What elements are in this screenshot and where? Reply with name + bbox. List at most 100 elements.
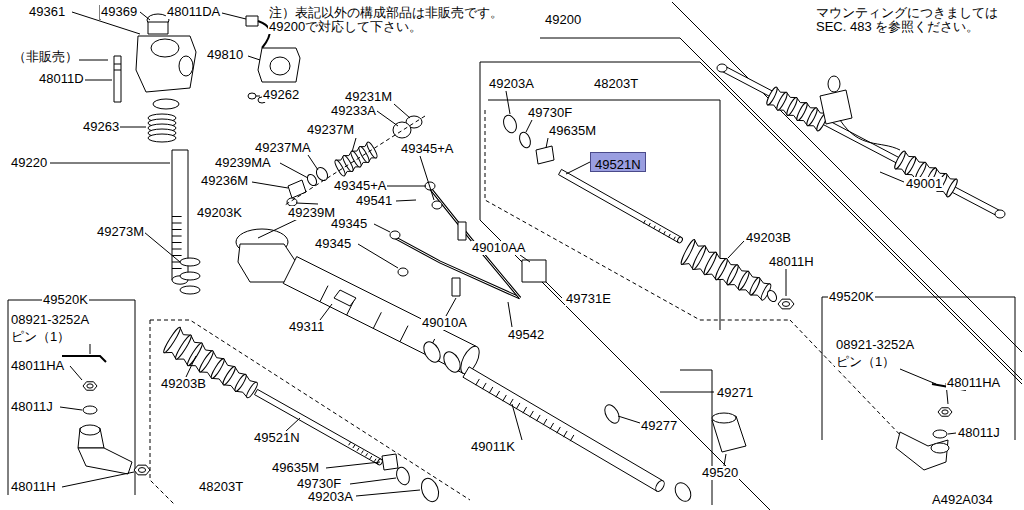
leader-line xyxy=(248,56,260,60)
ring-part xyxy=(394,465,411,486)
ring-part xyxy=(691,245,708,271)
part-outline xyxy=(540,38,1022,380)
ring-part xyxy=(945,178,959,198)
part-outline xyxy=(288,180,306,198)
part-outline xyxy=(370,456,372,459)
ring-part xyxy=(418,476,441,504)
part-number: 49239MA xyxy=(214,156,272,170)
part-outline xyxy=(357,448,359,451)
part-outline xyxy=(8,300,9,495)
part-number: 49521N xyxy=(595,158,641,172)
part-outline xyxy=(172,249,182,250)
leader-line xyxy=(326,462,380,468)
part-number: 49239M xyxy=(287,206,336,220)
leader-line xyxy=(374,224,390,232)
part-number: 49635M xyxy=(548,124,597,138)
part-outline xyxy=(78,448,132,474)
ring-part xyxy=(153,99,179,109)
part-number: 49271 xyxy=(716,386,754,400)
leader-line xyxy=(320,304,332,320)
ring-part xyxy=(785,96,799,116)
part-number: 49730F xyxy=(296,477,342,491)
ring-part xyxy=(221,365,237,386)
ring-part xyxy=(420,339,443,365)
part-outline xyxy=(644,220,646,223)
part-number: 48011H xyxy=(10,480,57,494)
leader-line xyxy=(786,268,787,296)
leader-line xyxy=(258,218,300,238)
part-number: 49203A xyxy=(307,490,354,504)
leader-line xyxy=(520,255,530,262)
leader-line xyxy=(382,186,426,187)
part-outline xyxy=(557,427,561,433)
part-number: 08921-3252A xyxy=(10,313,90,327)
part-outline xyxy=(485,110,790,320)
part-number: 49233A xyxy=(330,104,377,118)
part-outline xyxy=(400,326,408,342)
part-number: 49200 xyxy=(544,13,582,27)
part-outline xyxy=(172,216,182,217)
ring-part xyxy=(180,258,200,266)
part-number: 49010A xyxy=(421,316,468,330)
part-number: 49345+A xyxy=(333,179,387,193)
ring-part xyxy=(186,342,204,367)
leader-line xyxy=(396,200,416,201)
part-number: 49520K xyxy=(42,293,89,307)
part-outline xyxy=(172,268,182,269)
part-number: 49236M xyxy=(200,174,249,188)
part-outline xyxy=(334,290,356,306)
part-number: 49520 xyxy=(701,466,739,480)
leader-line xyxy=(546,138,548,148)
part-outline xyxy=(482,383,486,389)
part-outline xyxy=(664,231,666,234)
part-number: 49203A xyxy=(488,77,535,91)
highlight-box: 49521N xyxy=(590,152,646,172)
leader-line xyxy=(280,163,308,178)
leader-line xyxy=(120,127,146,128)
part-number: 49263 xyxy=(82,120,120,134)
leader-line xyxy=(350,478,396,484)
ring-part xyxy=(179,56,193,76)
part-number: 49277 xyxy=(640,419,678,433)
ring-part xyxy=(87,384,93,388)
ring-part xyxy=(995,210,1005,218)
ring-part xyxy=(248,93,256,99)
leader-line xyxy=(222,13,246,19)
leader-line xyxy=(660,392,714,393)
leader-line xyxy=(724,454,726,466)
part-outline xyxy=(480,62,770,510)
ring-part xyxy=(398,268,408,276)
part-outline xyxy=(682,240,770,300)
leader-line xyxy=(352,138,356,152)
ring-part xyxy=(765,86,779,106)
part-outline xyxy=(148,22,168,34)
leader-line xyxy=(880,172,904,182)
part-outline xyxy=(488,100,720,101)
part-number: 49541 xyxy=(355,194,393,208)
ring-part xyxy=(702,251,718,276)
part-number: 49262 xyxy=(262,88,300,102)
leader-line xyxy=(566,162,590,174)
leader-line xyxy=(70,366,82,380)
ring-part xyxy=(766,289,779,303)
part-outline xyxy=(822,297,1015,440)
ring-part xyxy=(782,302,789,307)
ring-part xyxy=(805,107,819,127)
ring-part xyxy=(432,201,442,209)
ring-part xyxy=(677,236,684,243)
part-outline xyxy=(654,226,656,229)
leader-line xyxy=(948,433,956,434)
ring-part xyxy=(903,156,917,176)
part-number: 49345+A xyxy=(400,142,454,156)
part-number: 49311 xyxy=(288,320,325,334)
part-outline xyxy=(62,356,106,362)
part-outline xyxy=(536,415,540,421)
part-outline xyxy=(114,70,121,71)
part-number: 48011DA xyxy=(166,5,221,19)
part-number: 49203K xyxy=(196,206,243,220)
part-outline xyxy=(172,236,182,237)
part-number: 49011K xyxy=(470,440,516,454)
leader-line xyxy=(140,12,150,20)
ring-part xyxy=(151,39,179,57)
part-number: 49520K xyxy=(828,290,875,304)
